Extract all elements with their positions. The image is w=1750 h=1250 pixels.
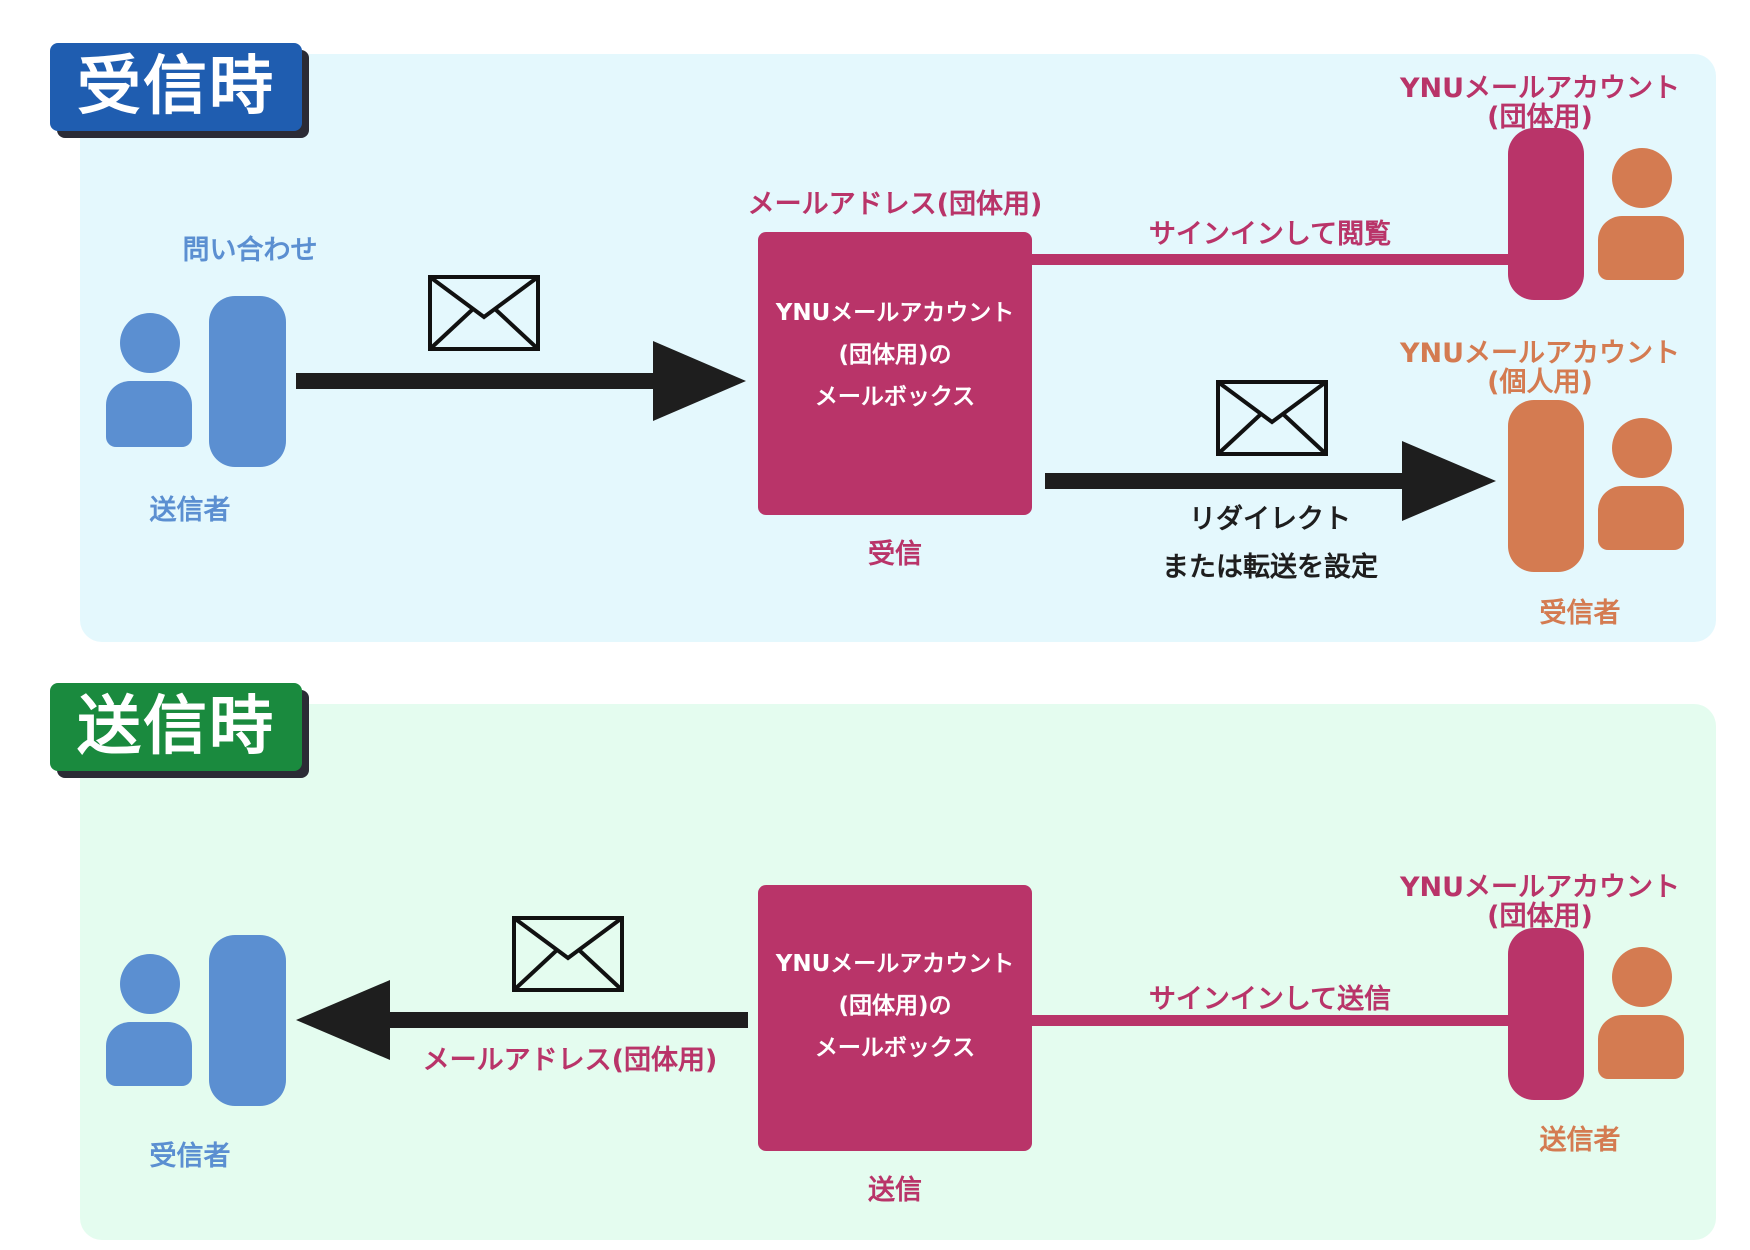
redirect-label-line2: または転送を設定 [1162,552,1378,583]
sender-label: 送信者 [149,495,231,526]
send-sender-head-icon [1612,947,1672,1007]
send-group-phone-icon [1508,928,1584,1100]
envelope-icon [512,916,624,992]
send-mail-address-label: メールアドレス(団体用) [422,1045,718,1076]
mailbox-caption: 受信 [868,539,922,570]
send-signin-label: サインインして送信 [1148,984,1392,1015]
send-mailbox-caption: 送信 [868,1175,922,1206]
redirect-arrow-icon [1045,441,1496,521]
recipient-head-icon [1612,418,1672,478]
send-recipient-phone-icon [209,935,286,1106]
recipient-body-icon [1598,486,1684,550]
recipient-label: 受信者 [1539,598,1621,629]
send-mailbox-line-1: YNUメールアカウント [775,951,1015,977]
group-account-label-line2: (団体用) [1487,102,1593,133]
arrow-left-icon [296,980,748,1060]
sender-head-icon [120,313,180,373]
send-sender-body-icon [1598,1015,1684,1079]
sender-body-icon [106,381,192,447]
envelope-icon [1216,380,1328,456]
personal-account-label-line1: YNUメールアカウント [1399,338,1681,369]
group-person-head-icon [1612,148,1672,208]
send-group-account-label-line1: YNUメールアカウント [1399,872,1681,903]
group-phone-icon [1508,128,1584,300]
mailbox-line-1: YNUメールアカウント [775,300,1015,326]
inquiry-label: 問い合わせ [182,235,318,266]
signin-label: サインインして閲覧 [1148,219,1392,250]
mail-address-label: メールアドレス(団体用) [747,189,1043,220]
send-group-account-label-line2: (団体用) [1487,901,1593,932]
send-mailbox-line-2: (団体用)の [838,993,952,1019]
personal-phone-icon [1508,400,1584,572]
envelope-icon [428,275,540,351]
send-recipient-head-icon [120,954,180,1014]
mailbox-line-3: メールボックス [814,384,976,410]
send-signin-line [1032,1015,1510,1026]
group-person-body-icon [1598,216,1684,280]
arrow-right-icon [296,341,746,421]
send-recipient-label: 受信者 [149,1141,231,1172]
mailbox-line-2: (団体用)の [838,342,952,368]
send-mailbox-line-3: メールボックス [814,1035,976,1061]
send-tab-title: 送信時 [50,683,302,771]
personal-account-label-line2: (個人用) [1487,367,1593,398]
send-recipient-body-icon [106,1022,192,1086]
redirect-label-line1: リダイレクト [1189,504,1351,535]
send-group-mailbox: YNUメールアカウント (団体用)の メールボックス [758,885,1032,1151]
group-account-label-line1: YNUメールアカウント [1399,73,1681,104]
signin-line [1032,254,1510,265]
group-mailbox: YNUメールアカウント (団体用)の メールボックス [758,232,1032,515]
sender-phone-icon [209,296,286,467]
send-sender-label: 送信者 [1539,1125,1621,1156]
receive-tab-title: 受信時 [50,43,302,131]
